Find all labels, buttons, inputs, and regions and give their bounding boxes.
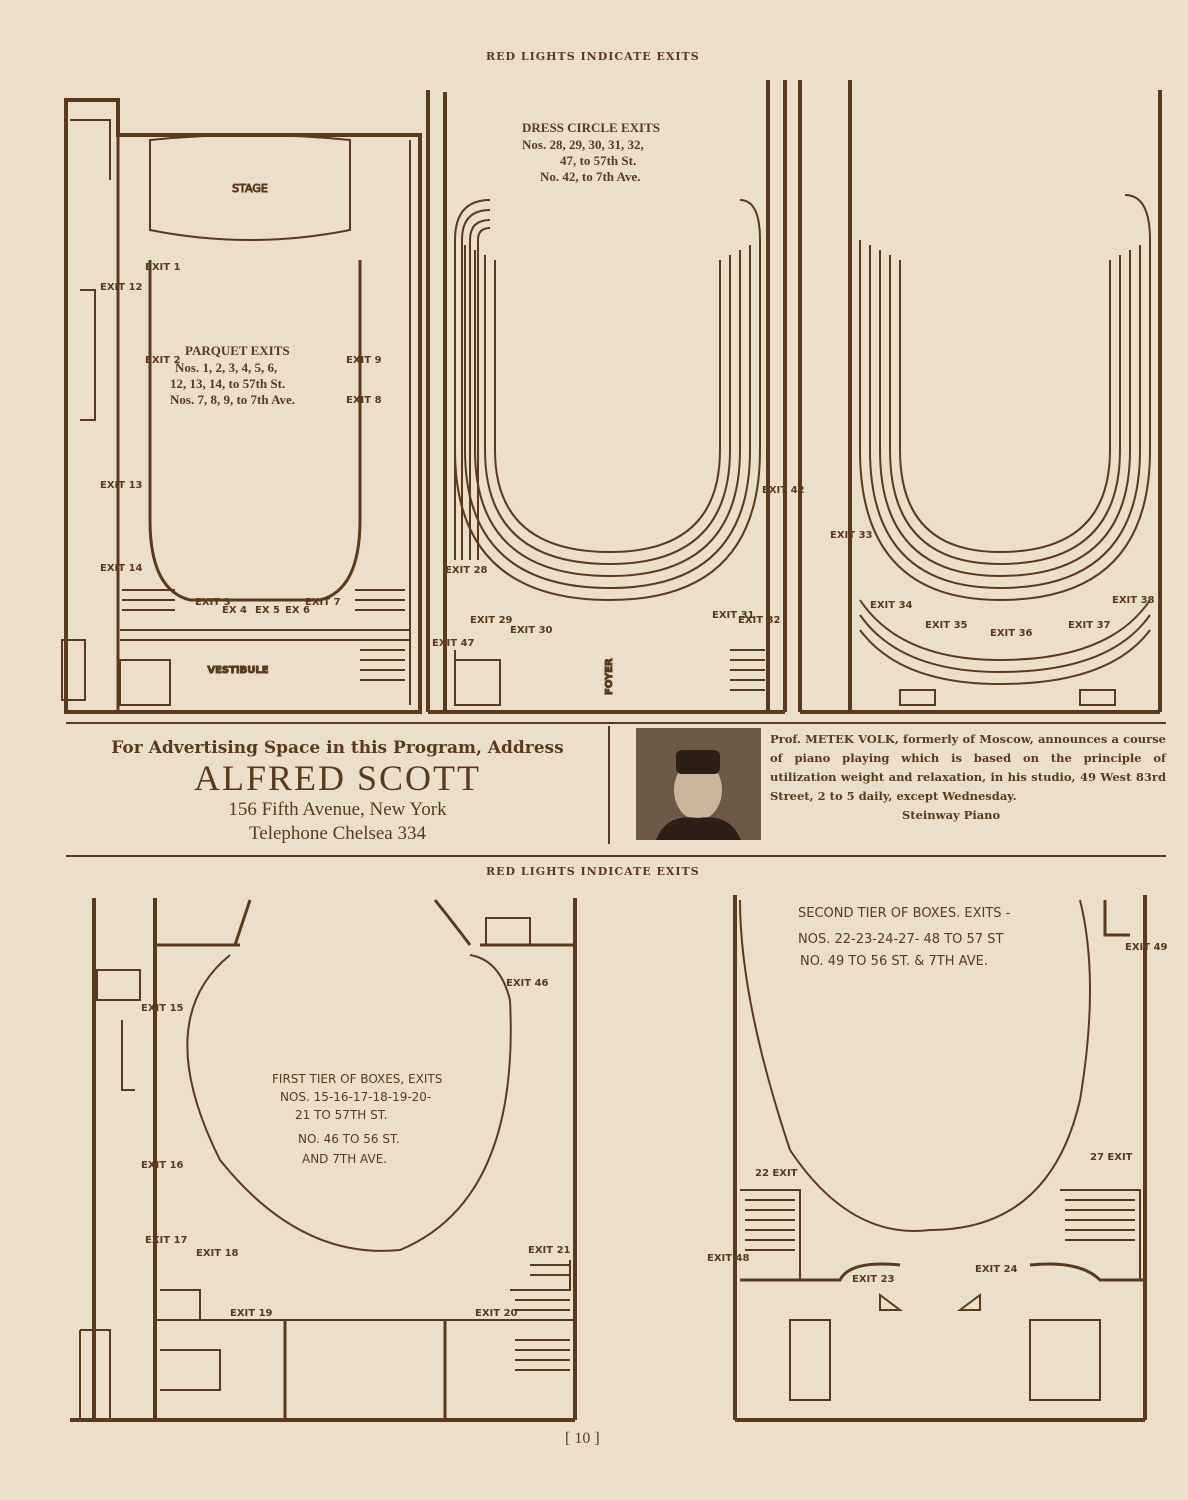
ad-separator bbox=[608, 726, 610, 844]
first-tier-plan bbox=[70, 898, 577, 1422]
exit-34-label: EXIT 34 bbox=[870, 600, 913, 611]
volk-footer: Steinway Piano bbox=[902, 808, 1001, 822]
exit-30-label: EXIT 30 bbox=[510, 625, 553, 636]
first-tier-line1: FIRST TIER OF BOXES, EXITS bbox=[272, 1072, 443, 1086]
exit-7-label: EXIT 7 bbox=[305, 597, 341, 608]
exit-2-label: EXIT 2 bbox=[145, 355, 181, 366]
exit-12-label: EXIT 12 bbox=[100, 282, 143, 293]
volk-announcement: Prof. METEK VOLK, formerly of Moscow, an… bbox=[770, 732, 1166, 803]
vestibule-label: VESTIBULE bbox=[207, 665, 268, 676]
exit-46-label: EXIT 46 bbox=[506, 978, 549, 989]
exit-35-label: EXIT 35 bbox=[925, 620, 968, 631]
exit-37-label: EXIT 37 bbox=[1068, 620, 1111, 631]
exit-47-label: EXIT 47 bbox=[432, 638, 475, 649]
exit-9-label: EXIT 9 bbox=[346, 355, 382, 366]
dress-circle-line1: Nos. 28, 29, 30, 31, 32, bbox=[522, 137, 644, 152]
exit-21-label: EXIT 21 bbox=[528, 1245, 571, 1256]
exit-36-label: EXIT 36 bbox=[990, 628, 1033, 639]
parquet-title: PARQUET EXITS bbox=[185, 343, 290, 358]
exit-48-label: EXIT 48 bbox=[707, 1253, 750, 1264]
second-dress-plan bbox=[798, 80, 1162, 714]
first-tier-line5: AND 7TH AVE. bbox=[302, 1152, 388, 1166]
exit-8-label: EXIT 8 bbox=[346, 395, 382, 406]
exit-14-label: EXIT 14 bbox=[100, 563, 143, 574]
exit-18-label: EXIT 18 bbox=[196, 1248, 239, 1259]
ad-address: 156 Fifth Avenue, New York bbox=[228, 799, 447, 820]
ad-name: ALFRED SCOTT bbox=[193, 758, 482, 798]
exit-23-label: EXIT 23 bbox=[852, 1274, 895, 1285]
exit-32-label: EXIT 32 bbox=[738, 615, 781, 626]
exit-29-label: EXIT 29 bbox=[470, 615, 513, 626]
exit-24-label: EXIT 24 bbox=[975, 1264, 1018, 1275]
first-tier-line2: NOS. 15-16-17-18-19-20- bbox=[280, 1090, 432, 1104]
advertising-notice: For Advertising Space in this Program, A… bbox=[70, 730, 605, 846]
first-tier-line4: NO. 46 TO 56 ST. bbox=[298, 1132, 400, 1146]
exit-38-label: EXIT 38 bbox=[1112, 595, 1155, 606]
first-tier-line3: 21 TO 57TH ST. bbox=[295, 1108, 388, 1122]
exit-42-label: EXIT 42 bbox=[762, 485, 805, 496]
volk-notice: Prof. METEK VOLK, formerly of Moscow, an… bbox=[612, 720, 1167, 850]
exit-27-label: 27 EXIT bbox=[1090, 1152, 1133, 1163]
ad-line1: For Advertising Space in this Program, A… bbox=[111, 738, 564, 758]
second-tier-line2: NOS. 22-23-24-27- 48 TO 57 ST bbox=[798, 932, 1004, 947]
divider-top bbox=[66, 722, 1166, 724]
exit-3-label: EXIT 3 bbox=[195, 597, 231, 608]
exit-5-label: EX 5 bbox=[255, 605, 280, 616]
dress-circle-plan bbox=[426, 80, 787, 714]
bottom-heading: RED LIGHTS INDICATE EXITS bbox=[486, 865, 700, 878]
divider-bottom bbox=[66, 855, 1166, 857]
portrait-photo bbox=[636, 728, 761, 840]
exit-15-label: EXIT 15 bbox=[141, 1003, 184, 1014]
top-floor-plans: STAGE VESTIBULE FOYER bbox=[61, 80, 1162, 714]
dress-circle-line3: No. 42, to 7th Ave. bbox=[540, 169, 641, 184]
foyer-label: FOYER bbox=[604, 658, 615, 695]
parquet-plan bbox=[61, 98, 422, 714]
parquet-line1: Nos. 1, 2, 3, 4, 5, 6, bbox=[175, 360, 278, 375]
dress-circle-title: DRESS CIRCLE EXITS bbox=[522, 120, 660, 135]
exit-4-label: EX 4 bbox=[222, 605, 247, 616]
exit-17-label: EXIT 17 bbox=[145, 1235, 188, 1246]
top-heading: RED LIGHTS INDICATE EXITS bbox=[486, 50, 700, 63]
page-number: [ 10 ] bbox=[565, 1430, 600, 1447]
exit-22-label: 22 EXIT bbox=[755, 1168, 798, 1179]
exit-49-label: EXIT 49 bbox=[1125, 942, 1168, 953]
exit-20-label: EXIT 20 bbox=[475, 1308, 518, 1319]
exit-28-label: EXIT 28 bbox=[445, 565, 488, 576]
exit-31-label: EXIT 31 bbox=[712, 610, 755, 621]
ad-phone: Telephone Chelsea 334 bbox=[248, 823, 426, 844]
parquet-line2: 12, 13, 14, to 57th St. bbox=[170, 376, 286, 391]
second-tier-line1: SECOND TIER OF BOXES. EXITS - bbox=[798, 906, 1011, 921]
exit-6-label: EX 6 bbox=[285, 605, 310, 616]
exit-19-label: EXIT 19 bbox=[230, 1308, 273, 1319]
dress-circle-line2: 47, to 57th St. bbox=[560, 153, 637, 168]
second-tier-plan bbox=[733, 895, 1147, 1422]
parquet-line3: Nos. 7, 8, 9, to 7th Ave. bbox=[170, 392, 296, 407]
exit-16-label: EXIT 16 bbox=[141, 1160, 184, 1171]
second-tier-line3: NO. 49 TO 56 ST. & 7TH AVE. bbox=[800, 954, 988, 969]
exit-1-label: EXIT 1 bbox=[145, 262, 181, 273]
exit-13-label: EXIT 13 bbox=[100, 480, 143, 491]
exit-33-label: EXIT 33 bbox=[830, 530, 873, 541]
stage-label: STAGE bbox=[232, 182, 268, 195]
